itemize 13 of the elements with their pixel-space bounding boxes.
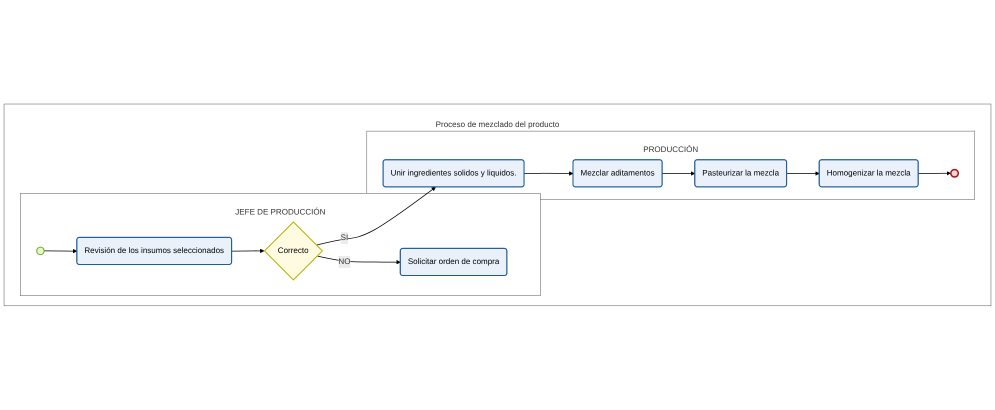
arrow	[231, 248, 264, 254]
edge-label: NO	[338, 258, 350, 266]
node-circle	[950, 168, 960, 178]
node-circle	[36, 246, 45, 256]
arrow	[316, 256, 401, 264]
arrow	[524, 171, 574, 176]
arrow	[786, 171, 820, 176]
arrow	[662, 171, 696, 176]
arrow	[316, 186, 436, 246]
edge-label: SI	[340, 234, 348, 242]
arrow	[918, 171, 951, 176]
node-diamond: Correcto	[264, 221, 324, 281]
arrow	[44, 249, 78, 254]
